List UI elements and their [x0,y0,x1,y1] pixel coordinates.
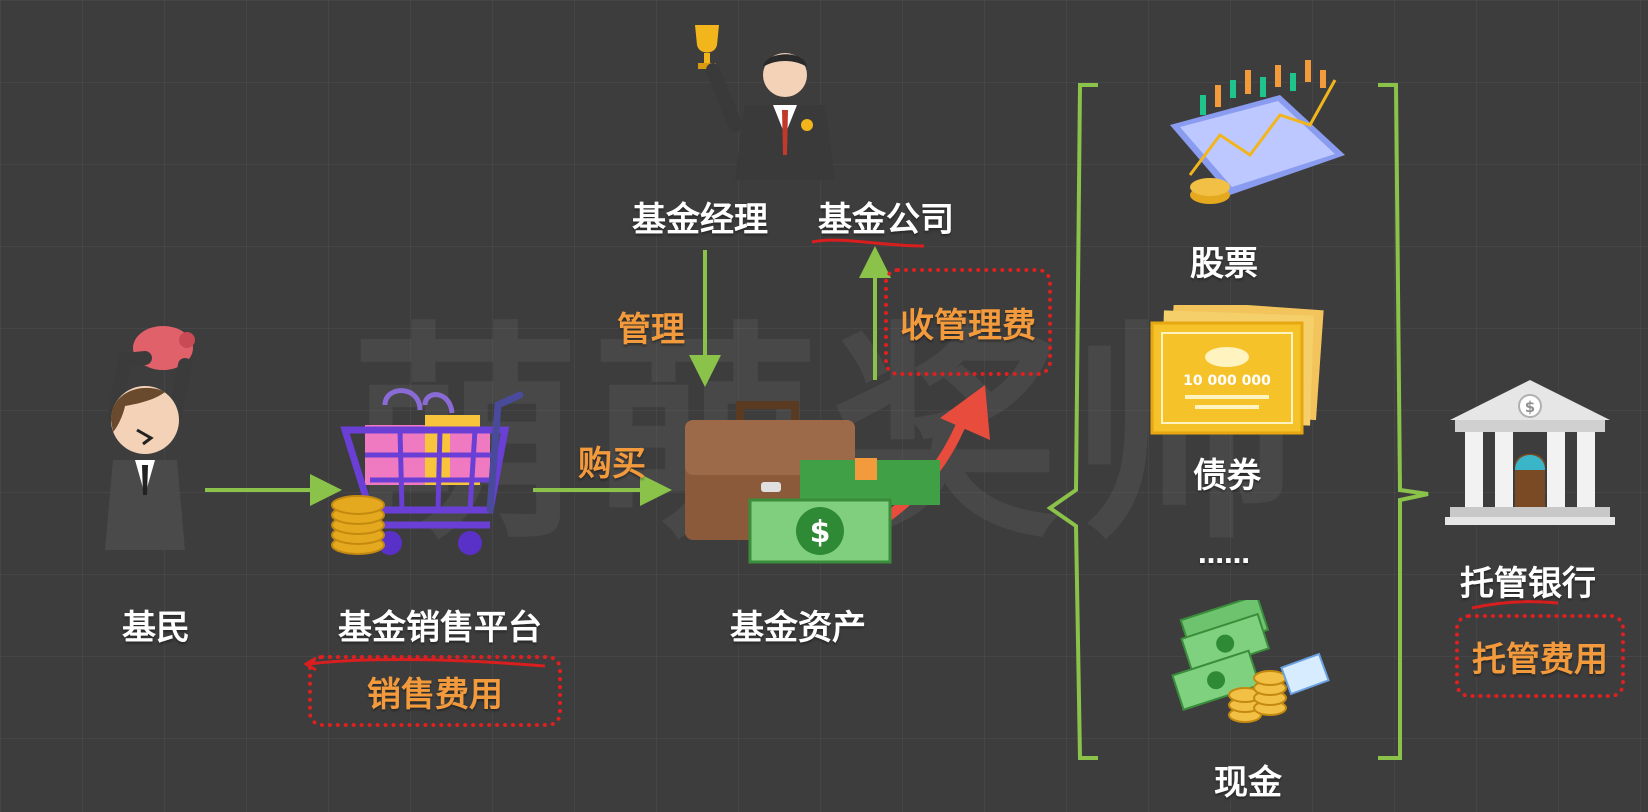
investment-stocks: 股票 [1190,244,1258,284]
svg-text:$: $ [810,515,831,550]
edge-label-manage: 管理 [617,310,685,350]
node-custodian-bank: 托管银行 [1460,564,1596,604]
edge-label-buy: 购买 [578,444,646,484]
shopping-cart-icon [331,388,524,555]
management-fee-label: 收管理费 [900,305,1036,346]
svg-text:$: $ [1525,398,1535,416]
sales-fee-label: 销售费用 [367,674,503,715]
left-brace [1046,83,1098,760]
investment-cash: 现金 [1214,763,1282,803]
cash-stack-icon [1171,600,1330,723]
stocks-tablet-icon [1170,60,1345,204]
bank-building-icon: $ [1445,380,1615,525]
sales-fee-box: 销售费用 [308,655,562,727]
right-brace [1378,83,1429,760]
bond-certificate-icon: 10 000 000 [1150,305,1324,435]
underline-sales-platform [307,658,546,668]
briefcase-money-icon: $ [685,401,940,564]
node-fund-company: 基金公司 [818,200,954,240]
management-fee-box: 收管理费 [884,268,1052,376]
custody-fee-box: 托管费用 [1455,614,1625,698]
investment-bonds: 债券 [1193,456,1261,496]
node-fund-manager: 基金经理 [632,200,768,240]
custody-fee-label: 托管费用 [1472,639,1608,680]
worried-investor-icon [105,326,195,550]
fund-manager-trophy-icon [695,25,835,180]
bond-face-value: 10 000 000 [1183,373,1271,389]
node-investor: 基民 [122,608,190,648]
underline-custodian [1471,600,1559,610]
investment-ellipsis: …… [1198,540,1250,570]
node-fund-assets: 基金资产 [730,608,866,648]
underline-fund-company [811,238,925,248]
node-sales-platform: 基金销售平台 [338,608,542,648]
